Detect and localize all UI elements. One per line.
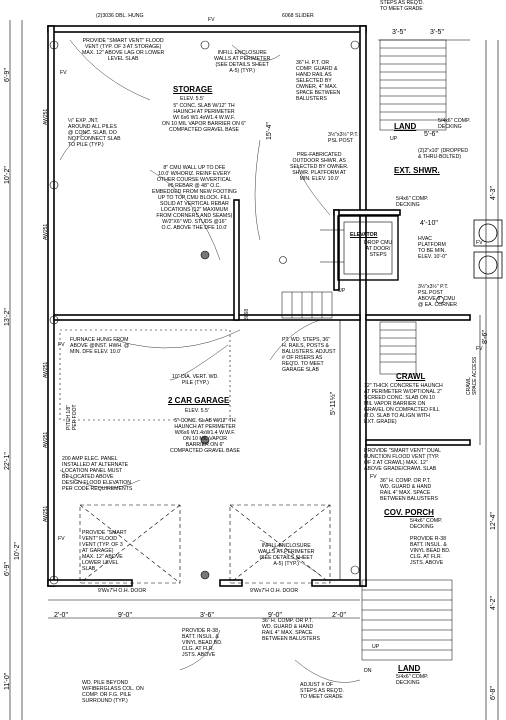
- label-slider-top: 6068 SLIDER: [282, 13, 314, 19]
- storage-elevation: ELEV. 5.5': [180, 96, 204, 102]
- dim-left-a: 6'-9": [4, 68, 11, 82]
- room-title-ext-shwr: EXT. SHWR.: [394, 166, 440, 175]
- note-infill-top: INFILL ENCLOSURE WALLS AT PERIMETER (SEE…: [214, 50, 271, 74]
- label-window-top: (2)3036 DBL. HUNG: [96, 13, 144, 19]
- note-wd-pile: WD. PILE BEYOND W/FIBERGLASS COL. ON COM…: [82, 680, 144, 704]
- piles: [49, 40, 444, 585]
- dim-top-b: 3'-5": [430, 29, 444, 36]
- dim-left-c: 13'-2": [4, 308, 11, 326]
- leader-lines: [59, 39, 361, 683]
- dim-left-g: 10'-2": [14, 542, 21, 560]
- room-title-land-bottom: LAND: [398, 664, 421, 673]
- room-title-elevator: ELEVATOR: [350, 232, 378, 238]
- note-infill-bottom: INFILL ENCLOSURE WALLS AT PERIMETER (SEE…: [258, 543, 315, 567]
- note-psl-post: 3½"x3½" P.T. PSL POST: [328, 132, 359, 144]
- dim-bottom-b: 9'-0": [118, 612, 132, 619]
- label-up-b: UP: [338, 288, 346, 294]
- note-guard-porch: 36" H. COMP. OR P.T. WD. GUARD & HAND RA…: [380, 478, 438, 502]
- dim-crawl-a: 8'-6": [482, 330, 489, 344]
- note-outdoor-shower: PRE-FABRICATED OUTDOOR SHWR. AS SELECTED…: [290, 152, 349, 182]
- label-door-3068: 3068: [244, 308, 250, 320]
- note-vent-pile: 10" DIA. VERT. WD. PILE (TYP.): [172, 374, 219, 386]
- dim-crawl-b: 5'-11½": [330, 391, 337, 415]
- dim-porch-a: 12'-4": [490, 512, 497, 530]
- note-slab-storage: 5" CONC. SLAB W/12" TH HAUNCH AT PERIMET…: [162, 103, 246, 133]
- note-guard-top: 36" H. P.T. OR COMP. GUARD & HAND RAIL A…: [296, 60, 341, 102]
- window-tag: AW251: [43, 431, 49, 448]
- note-crawl-access: CRAWL SPACE ACCESS: [466, 356, 478, 395]
- dim-bottom-a: 2'-0": [54, 612, 68, 619]
- room-title-porch: COV. PORCH: [384, 508, 434, 517]
- note-batt-porch: PROVIDE R-38 BATT. INSUL. & VINYL BEAD B…: [410, 536, 451, 566]
- dim-bottom-c: 3'-6": [200, 612, 214, 619]
- note-decking-top: 5/4x6" COMP. DECKING: [438, 118, 471, 130]
- note-cmu-wall: 8" CMU WALL UP TO DFE 10.0' W/HORIZ. REI…: [152, 165, 237, 231]
- note-exp-joint: ½" EXP. JNT. AROUND ALL PILES @ CONC. SL…: [68, 118, 121, 148]
- label-up-a: UP: [390, 136, 398, 142]
- window-tag: AW251: [43, 223, 49, 240]
- window-tag: AW251: [43, 108, 49, 125]
- note-psl-cmu: 3½"x3½" P.T. PSL POST ABOVE 8" CMU @ EA.…: [418, 284, 457, 308]
- hvac-units: [473, 219, 503, 279]
- note-hvac-platform: HVAC PLATFORM TO BE MIN. ELEV. 10'-0": [418, 236, 447, 260]
- window-tag: AW251: [43, 361, 49, 378]
- flood-vent-tag: FV: [476, 346, 483, 352]
- dim-left-f: 11'-0": [4, 672, 11, 690]
- walls: [47, 25, 471, 587]
- note-decking-ext: 5/4x6" COMP. DECKING: [396, 196, 429, 208]
- note-dropped-beam: (2)2"x10" (DROPPED & THRU-BOLTED): [418, 148, 469, 160]
- room-title-garage: 2 CAR GARAGE: [168, 396, 230, 405]
- dim-land-elev: 4'-10": [420, 220, 438, 227]
- flood-vent-tag: FV: [58, 536, 65, 542]
- label-up-c: UP: [372, 644, 380, 650]
- dim-left-b: 10'-2": [4, 166, 11, 184]
- note-smart-vent-crawl: PROVIDE "SMART VENT" DUAL FUNCTION FLOOD…: [364, 448, 441, 472]
- note-pt-steps: PT. WD. STEPS, 36" H. RAILS, POSTS & BAL…: [282, 337, 336, 373]
- dim-land-b: 6'-8": [490, 686, 497, 700]
- garage-elevation: ELEV. 5.5': [185, 408, 209, 414]
- label-overhead-door-left: 9'Wx7'H O.H. DOOR: [98, 588, 147, 594]
- note-guard-bottom: 36" H. COMP. OR P.T. WD. GUARD & HAND RA…: [262, 618, 320, 642]
- note-decking-bottom: 5/4x6" COMP. DECKING: [396, 674, 429, 686]
- room-title-crawl: CRAWL: [396, 372, 426, 381]
- note-slab-garage: 5" CONC. SLAB W/12" TH HAUNCH AT PERIMET…: [170, 418, 240, 454]
- note-crawl-haunch: 12" THICK CONCRETE HAUNCH AT PERIMETER W…: [364, 383, 443, 425]
- stairs: [281, 39, 453, 661]
- dim-right-b: 4'-3": [490, 186, 497, 200]
- note-adjust-steps: ADJUST # OF STEPS AS REQ'D. TO MEET GRAD…: [300, 682, 344, 700]
- note-batt-bottom: PROVIDE R-38 BATT. INSUL. & VINYL BEAD B…: [182, 628, 223, 658]
- dim-bottom-d: 9'-0": [268, 612, 282, 619]
- note-pitch: PITCH 1/8" PER FOOT: [66, 404, 78, 430]
- dimension-lines: [9, 20, 499, 720]
- note-smart-vent-garage: PROVIDE "SMART VENT" FLOOD VENT (TYP. OF…: [82, 530, 127, 572]
- flood-vent-tag: FV: [58, 342, 65, 348]
- note-elec-panel: 200 AMP ELEC. PANEL INSTALLED AT ALTERNA…: [62, 456, 133, 492]
- elevator-shaft: [320, 215, 399, 281]
- dim-left-d: 22'-1": [4, 452, 11, 470]
- dim-mid-a: 15'-4": [266, 122, 273, 140]
- note-steps-top: STEPS AS REQ'D. TO MEET GRADE: [380, 0, 424, 12]
- flood-vent-tag: FV: [208, 17, 215, 23]
- note-drop-cmu: DROP CMU AT DOOR/ STEPS: [364, 240, 393, 258]
- dim-left-e: 6'-9": [4, 562, 11, 576]
- dim-right-a: 5'-6": [424, 131, 438, 138]
- dim-porch-b: 4'-2": [490, 596, 497, 610]
- note-furnace: FURNACE HUNG FROM ABOVE @INST. HWH. @ MI…: [70, 337, 130, 355]
- dim-bottom-e: 2'-0": [332, 612, 346, 619]
- label-overhead-door-right: 9'Wx7'H O.H. DOOR: [250, 588, 299, 594]
- note-smart-vent-storage: PROVIDE "SMART VENT" FLOOD VENT (TYP. OF…: [82, 38, 165, 62]
- flood-vent-tag: FV: [60, 70, 67, 76]
- window-tag: AW251: [43, 505, 49, 522]
- dim-top-a: 3'-5": [392, 29, 406, 36]
- flood-vent-tag: FV: [476, 240, 483, 246]
- room-title-storage: STORAGE: [173, 85, 213, 94]
- room-title-land-top: LAND: [394, 122, 417, 131]
- note-decking-porch: 5/4x6" COMP. DECKING: [410, 518, 443, 530]
- label-dn: DN: [364, 668, 372, 674]
- flood-vent-tag: FV: [370, 474, 377, 480]
